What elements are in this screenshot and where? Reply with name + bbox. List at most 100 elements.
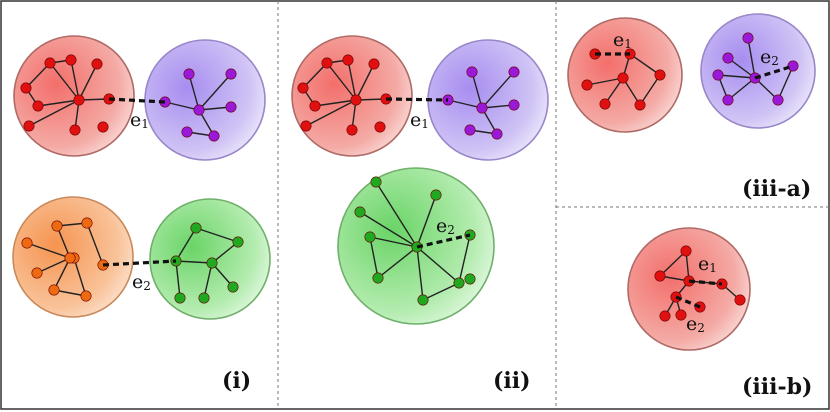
panel-i-purple-node-1: [183, 68, 195, 80]
edge-label-e1-panel-iii-a: e1: [613, 29, 632, 51]
panel-i-green-node-2: [232, 236, 244, 248]
panel-ii-green-node-4: [364, 231, 376, 243]
panel-ii-red-edge-0: [302, 62, 328, 89]
panel-ii-red-node-2: [342, 54, 354, 66]
panel-i-green-edge-5: [175, 260, 181, 299]
panel-i-orange-node-2: [81, 217, 93, 229]
panel-ii-red-edge-1: [326, 62, 357, 101]
panel-ii-red-node-7: [346, 124, 358, 136]
edge-label-e2-panel-i: e2: [132, 271, 151, 293]
panel-i-red-node-5: [73, 94, 85, 106]
panel-ii-red-node-9: [300, 120, 312, 132]
panel-iii-a-red-node-2: [581, 79, 593, 91]
panel-i-red-node-2: [65, 54, 77, 66]
panel-ii-green-node-6: [417, 294, 429, 306]
panel-i-bridge-e2: [102, 259, 177, 267]
panel-i-green-edge-0: [175, 227, 197, 262]
panel-i-orange-edge-3: [53, 257, 71, 291]
panel-ii-green-edge-2: [416, 194, 437, 248]
panel-ii-purple-node-2: [508, 66, 520, 78]
panel-ii-green-edge-8: [422, 282, 460, 301]
panel-i-green-node-6: [174, 292, 186, 304]
panel-ii-green-edge-0: [359, 211, 418, 248]
panel-i-red-node-3: [91, 58, 103, 70]
panel-iii-b-red-node-8: [675, 309, 687, 321]
panel-ii-bridge-e1: [385, 97, 449, 102]
edge-label-e1-panel-i: e1: [130, 109, 149, 131]
panel-ii-red-node-5: [350, 94, 362, 106]
edge-label-e2-panel-iii-b: e2: [686, 313, 705, 335]
panel-label-ii: (ii): [493, 368, 531, 394]
panel-i-green-edge-4: [203, 262, 213, 299]
panel-i-purple-node-3: [181, 126, 193, 138]
panel-ii-red-edge-7: [305, 99, 357, 127]
panel-iii-a-purple-edge-0: [727, 57, 756, 79]
panel-i-green-node-4: [198, 292, 210, 304]
edge-label-e2-panel-iii-a: e2: [760, 46, 779, 68]
panel-iii-a-purple-edge-1: [747, 37, 756, 79]
panel-i-red-edge-2: [70, 59, 80, 101]
panel-i-orange-node-7: [80, 290, 92, 302]
panel-iii-a-purple-edge-2: [727, 77, 756, 101]
panel-i-red-edge-3: [78, 63, 98, 101]
panel-i-purple-node-5: [193, 104, 205, 116]
panel-i-purple-node-6: [225, 101, 237, 113]
panel-iii-b-red-node-0: [680, 245, 692, 257]
panel-i-orange-edge-7: [73, 257, 87, 297]
panel-i-purple-node-4: [208, 130, 220, 142]
panel-i-green-node-3: [206, 257, 218, 269]
edge-label-e2-panel-ii: e2: [436, 215, 455, 237]
panel-i-purple-cluster: [144, 39, 266, 161]
panel-iii-a-purple-edge-5: [777, 65, 794, 101]
panel-ii-green-edge-9: [458, 234, 471, 284]
panel-ii-green-edge-4: [377, 246, 418, 279]
diagram-shapes: [12, 13, 816, 351]
panel-iii-a-purple-node-0: [722, 52, 734, 64]
panel-i-green-node-1: [190, 222, 202, 234]
panel-iii-a-purple-node-3: [722, 94, 734, 106]
edge-label-e1-panel-ii: e1: [410, 109, 429, 131]
panel-iii-b-red-edge-7: [659, 250, 687, 277]
panel-i-orange-edge-6: [86, 222, 104, 266]
panel-ii-red-node-1: [321, 57, 333, 69]
panel-i-orange-node-6: [48, 284, 60, 296]
panel-i-red-edge-0: [25, 62, 51, 89]
panel-i-orange-edge-1: [56, 225, 71, 259]
panel-ii-purple-node-6: [508, 99, 520, 111]
panel-i-green-node-5: [227, 281, 239, 293]
panel-iii-a-red-node-5: [634, 99, 646, 111]
panel-ii-purple-edge-2: [481, 71, 515, 109]
panel-ii-purple-edge-1: [471, 71, 483, 109]
panel-ii-green-node-5: [372, 272, 384, 284]
panel-i-red-node-8: [97, 121, 109, 133]
panel-ii-green-node-2: [370, 176, 382, 188]
panel-i-red-node-4: [32, 100, 44, 112]
panel-i-orange-node-0: [21, 237, 33, 249]
panel-iii-a-red-node-3: [617, 72, 629, 84]
panel-iii-a-bridge-e2: [754, 64, 794, 80]
panel-iii-a-red-edge-4: [639, 74, 661, 106]
panel-iii-b-bridge-e1: [688, 279, 723, 286]
edge-label-e1-panel-iii-b: e1: [698, 253, 717, 275]
panel-ii-red-edge-4: [314, 99, 357, 107]
panel-ii-red-edge-2: [347, 59, 357, 101]
panel-ii-bridge-e2: [416, 233, 471, 249]
panel-i-red-node-0: [20, 82, 32, 94]
panel-i-orange-edge-2: [36, 257, 71, 274]
panel-ii-purple-node-1: [466, 66, 478, 78]
panel-i-orange-edge-0: [26, 242, 71, 259]
panel-ii-red-edge-3: [355, 63, 375, 101]
panel-ii-green-edge-6: [416, 246, 460, 284]
panel-i-orange-node-1: [51, 220, 63, 232]
panel-iii-a-purple-node-6: [712, 69, 724, 81]
panel-iii-a-purple-edge-6: [717, 74, 756, 79]
panel-ii-green-node-3: [430, 189, 442, 201]
panel-iii-b-red-node-6: [734, 294, 746, 306]
panel-iii-b-bridge-e2: [675, 295, 701, 309]
panel-iii-b-red-node-7: [659, 310, 671, 322]
panel-iii-b-red-node-1: [654, 270, 666, 282]
panel-ii-purple-node-4: [491, 128, 503, 140]
panel-ii-green-edge-5: [416, 246, 424, 301]
